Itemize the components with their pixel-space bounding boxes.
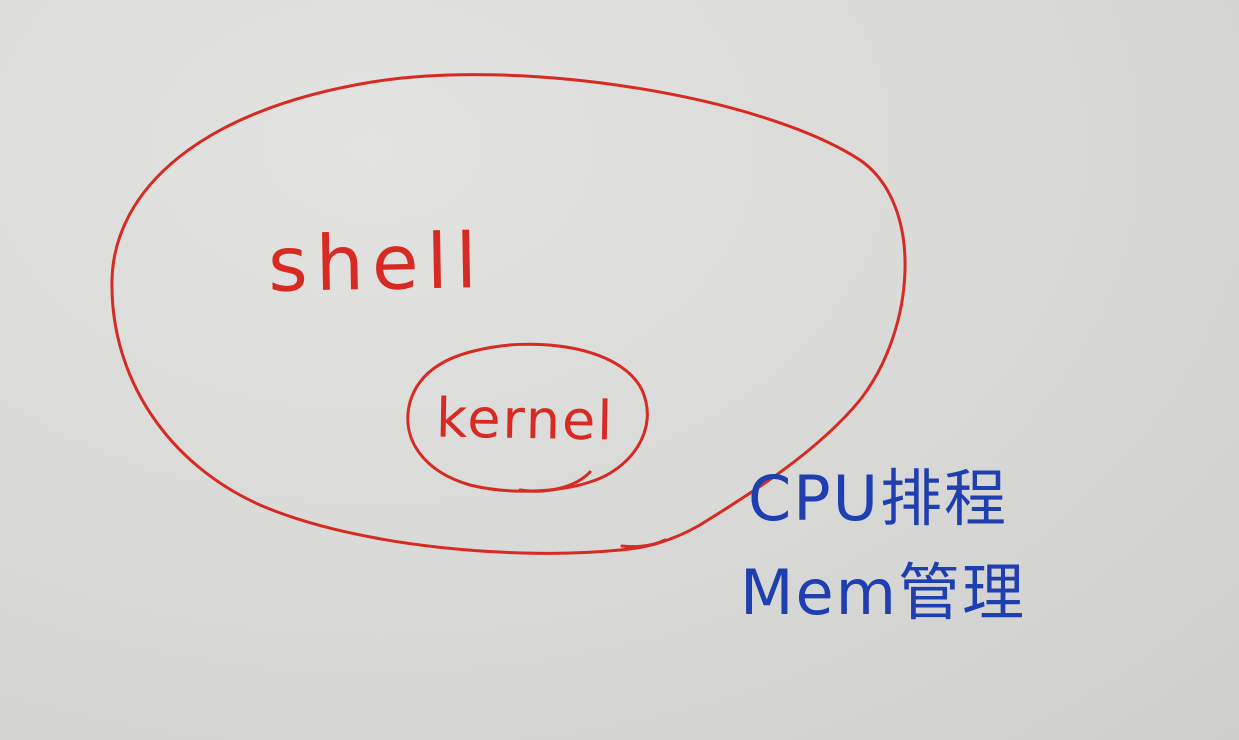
kernel-ellipse-tail (518, 470, 592, 493)
cpu-scheduling-note: CPU排程 (748, 462, 1009, 535)
kernel-label: kernel (435, 386, 615, 453)
shell-ellipse-tail (620, 538, 667, 549)
shell-label: shell (267, 216, 486, 309)
memory-management-note: Mem管理 (740, 556, 1027, 629)
